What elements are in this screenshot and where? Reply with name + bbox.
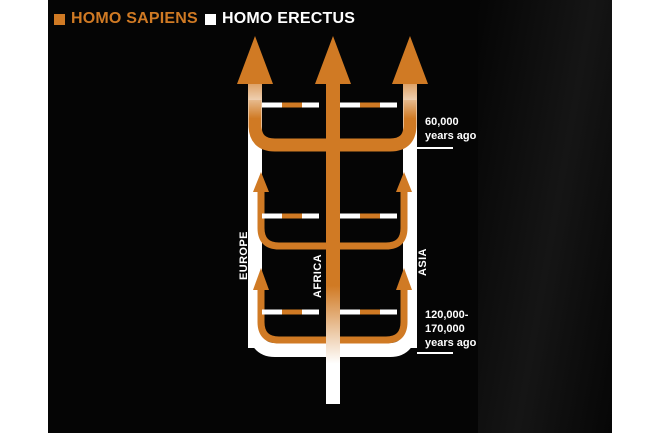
middle-fork-left-arrowhead bbox=[253, 172, 269, 192]
homo-sapiens-label: HOMO SAPIENS bbox=[71, 10, 198, 27]
legend-item-homo-erectus: HOMO ERECTUS bbox=[205, 9, 355, 29]
migration-diagram: EUROPE AFRICA ASIA bbox=[237, 36, 429, 404]
homo-erectus-swatch bbox=[205, 13, 216, 25]
europe-label: EUROPE bbox=[238, 231, 250, 280]
legend-item-homo-sapiens: HOMO SAPIENS bbox=[54, 9, 198, 29]
middle-fork-right-arrowhead bbox=[396, 172, 412, 192]
lower-fork-right-arrowhead bbox=[396, 268, 412, 290]
time-marker-120k: 120,000- 170,000 years ago bbox=[425, 308, 476, 350]
asia-label: ASIA bbox=[417, 248, 429, 276]
time-120k-value-start: 120,000- bbox=[425, 309, 469, 321]
time-120k-unit: years ago bbox=[425, 337, 477, 349]
time-120k-rule bbox=[417, 352, 453, 354]
europe-arrowhead bbox=[237, 36, 273, 84]
homo-erectus-label: HOMO ERECTUS bbox=[222, 10, 356, 27]
asia-arrowhead bbox=[392, 36, 428, 84]
gene-flow-rungs bbox=[262, 102, 403, 315]
lower-fork-left-arrowhead bbox=[253, 268, 269, 290]
homo-sapiens-swatch bbox=[54, 13, 65, 25]
time-60k-value: 60,000 bbox=[425, 116, 459, 128]
time-120k-value-end: 170,000 bbox=[425, 323, 465, 335]
africa-label: AFRICA bbox=[312, 254, 324, 298]
time-60k-unit: years ago bbox=[425, 130, 477, 142]
diagram-background: HOMO SAPIENS HOMO ERECTUS bbox=[48, 0, 612, 433]
time-marker-60k: 60,000 years ago bbox=[425, 115, 476, 143]
africa-trunk bbox=[326, 82, 340, 404]
africa-arrowhead bbox=[315, 36, 351, 84]
time-60k-rule bbox=[417, 147, 453, 149]
background-shadow bbox=[478, 0, 612, 433]
